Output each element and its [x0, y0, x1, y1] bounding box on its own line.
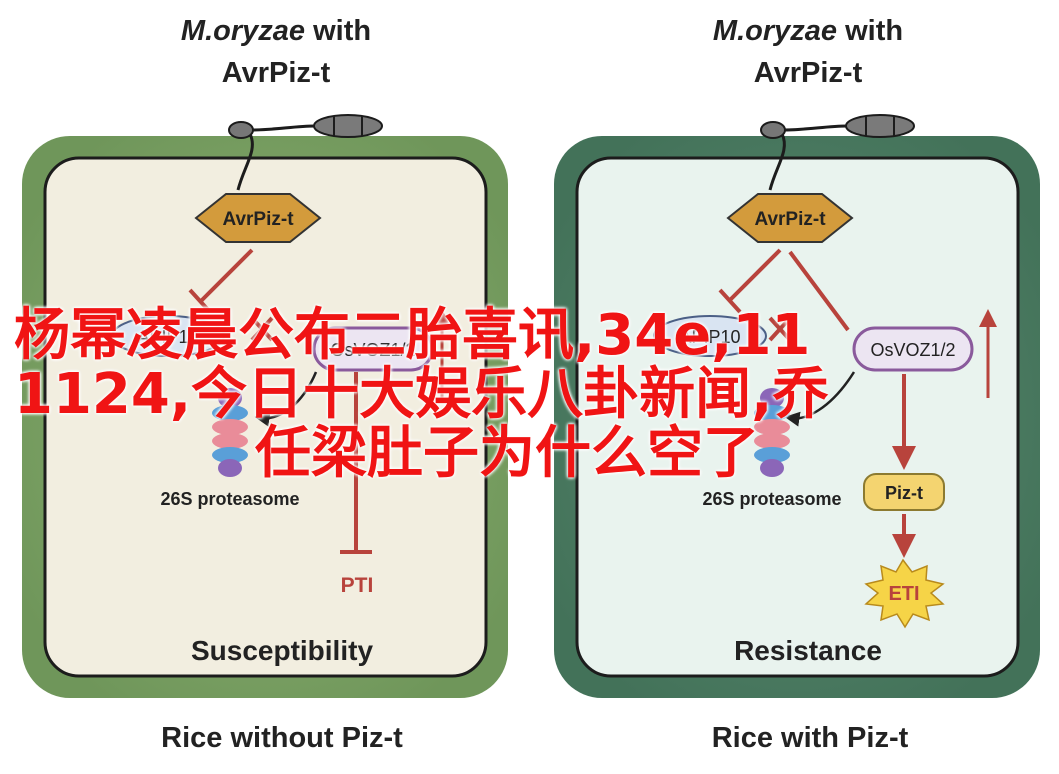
right-header-effector: AvrPiz-t: [753, 57, 863, 89]
left-header: M.oryzae with AvrPiz-t: [126, 10, 426, 94]
right-eti-label: ETI: [888, 583, 919, 605]
left-apip10-label: APIP10: [137, 327, 198, 347]
right-header-with: with: [837, 15, 904, 47]
right-piz-t-label: Piz-t: [885, 483, 923, 503]
right-fungus-spore-icon: [760, 114, 915, 191]
right-degradation-arrow: [784, 371, 856, 427]
left-effector-apip-link: [188, 248, 274, 342]
left-footer: Rice without Piz-t: [161, 722, 403, 754]
right-proteasome-icon: [754, 388, 790, 477]
right-proteasome-label: 26S proteasome: [702, 489, 841, 509]
left-header-with: with: [305, 15, 372, 47]
left-effector-shape: [194, 193, 322, 243]
right-apip10-label: APIP10: [679, 327, 740, 347]
left-osvoz: OsVOZ1/2: [312, 326, 434, 372]
eti-starburst-icon: [864, 558, 945, 629]
right-apip10: APIP10: [653, 315, 767, 357]
right-header-species: M.oryzae: [712, 15, 838, 47]
right-outcome-label: Resistance: [734, 635, 882, 666]
left-osvoz-label: OsVOZ1/2: [330, 340, 415, 360]
left-fungus-spore-icon: [228, 114, 383, 191]
right-effector: AvrPiz-t: [726, 193, 854, 243]
left-degradation-arrow: [254, 371, 318, 427]
right-header-line1: M.oryzae with: [658, 10, 958, 52]
left-header-species: M.oryzae: [180, 15, 306, 47]
left-header-effector: AvrPiz-t: [221, 57, 331, 89]
left-apip10: APIP10: [111, 315, 225, 357]
right-effector-shape: [726, 193, 854, 243]
right-osvoz-label: OsVOZ1/2: [870, 340, 955, 360]
right-piz-t: Piz-t: [863, 473, 945, 511]
right-eti: ETI: [864, 558, 945, 629]
left-pti-label: PTI: [341, 574, 374, 597]
left-effector-label: AvrPiz-t: [222, 209, 294, 230]
right-effector-links: [718, 248, 850, 342]
right-osvoz: OsVOZ1/2: [852, 326, 974, 372]
right-effector-label: AvrPiz-t: [754, 209, 826, 230]
left-proteasome-label: 26S proteasome: [160, 489, 299, 509]
left-pti-inhibition: [340, 372, 372, 554]
left-header-line1: M.oryzae with: [126, 10, 426, 52]
left-outcome-label: Susceptibility: [191, 635, 373, 666]
right-header: M.oryzae with AvrPiz-t: [658, 10, 958, 94]
right-footer: Rice with Piz-t: [711, 722, 909, 754]
left-effector: AvrPiz-t: [194, 193, 322, 243]
left-proteasome-icon: [212, 388, 248, 477]
